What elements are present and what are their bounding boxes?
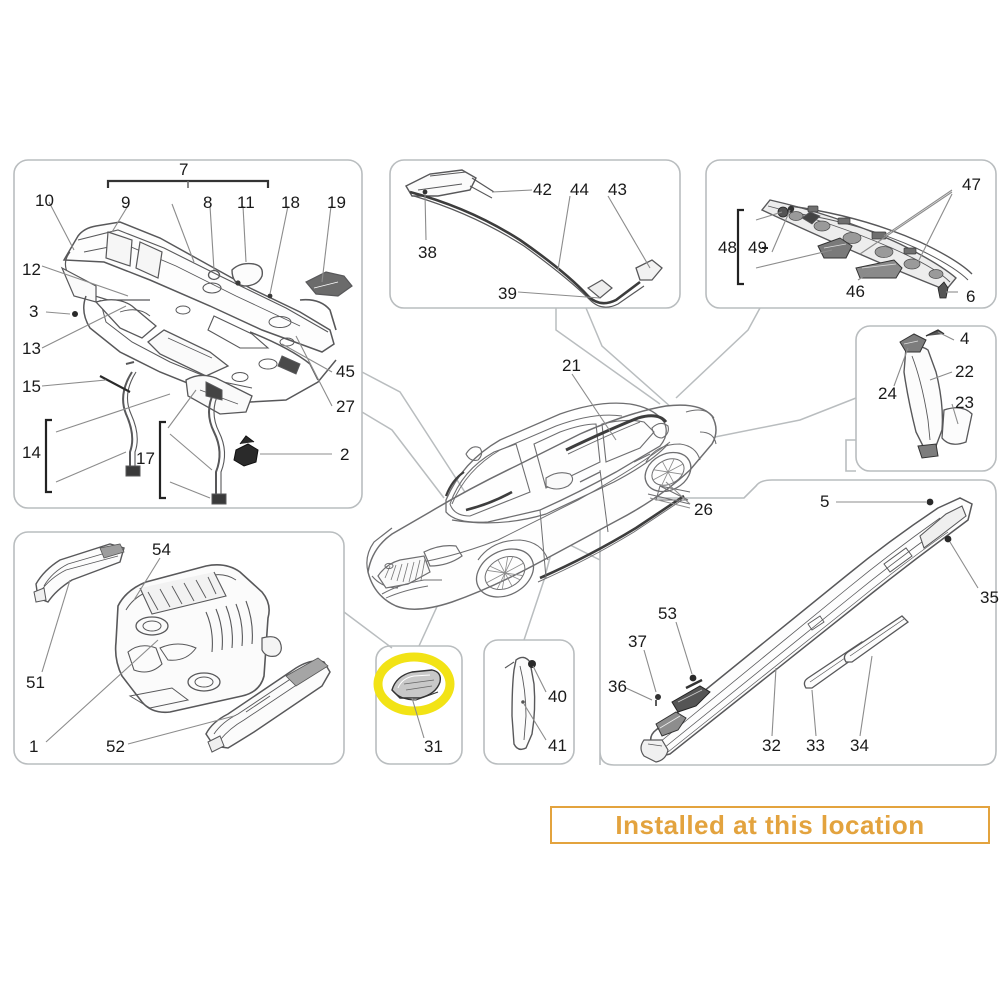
callout-37: 37 (628, 632, 647, 651)
clip-31-drawing (391, 669, 442, 701)
callout-5: 5 (820, 492, 830, 511)
vehicle-illustration (366, 402, 717, 610)
clip-leader (411, 697, 425, 739)
callout-35: 35 (980, 588, 999, 607)
callout-12: 12 (22, 260, 41, 279)
callout-26: 26 (694, 500, 713, 519)
sill-trim-leaders (625, 501, 979, 737)
callout-32: 32 (762, 736, 781, 755)
callout-3: 3 (29, 302, 39, 321)
callout-34: 34 (850, 736, 869, 755)
panel-outlines (13, 159, 997, 766)
callout-47: 47 (962, 175, 981, 194)
seal-strip-leaders (523, 665, 547, 741)
vehicle-leaders (571, 373, 691, 509)
callout-46: 46 (846, 282, 865, 301)
callout-2: 2 (340, 445, 350, 464)
callout-44: 44 (570, 180, 589, 199)
callout-22: 22 (955, 362, 974, 381)
callout-13: 13 (22, 339, 41, 358)
callout-14: 14 (22, 443, 41, 462)
callout-24: 24 (878, 384, 897, 403)
callout-8: 8 (203, 193, 213, 212)
callout-51: 51 (26, 673, 45, 692)
callout-49: 49 (748, 238, 767, 257)
callout-10: 10 (35, 191, 54, 210)
callout-27: 27 (336, 397, 355, 416)
callout-36: 36 (608, 677, 627, 696)
callout-54: 54 (152, 540, 171, 559)
callout-7: 7 (179, 160, 189, 179)
highlight-ring (373, 652, 455, 716)
weatherstrip-drawing (405, 169, 663, 308)
callout-4: 4 (960, 329, 970, 348)
callout-17: 17 (136, 449, 155, 468)
callout-33: 33 (806, 736, 825, 755)
callout-48: 48 (718, 238, 737, 257)
callout-39: 39 (498, 284, 517, 303)
callout-23: 23 (955, 393, 974, 412)
installed-location-banner: Installed at this location (550, 806, 990, 844)
callout-52: 52 (106, 737, 125, 756)
engine-cover-leaders (41, 557, 235, 745)
installed-location-text: Installed at this location (615, 809, 925, 840)
callout-15: 15 (22, 377, 41, 396)
callout-6: 6 (966, 287, 976, 306)
callout-42: 42 (533, 180, 552, 199)
pillar-trim-drawing (899, 329, 973, 459)
callout-18: 18 (281, 193, 300, 212)
callout-9: 9 (121, 193, 131, 212)
seal-strip-drawing (504, 656, 536, 751)
callout-11: 11 (237, 193, 255, 212)
cowl-assembly-drawing (44, 179, 353, 505)
callout-19: 19 (327, 193, 346, 212)
sill-trim-drawing (640, 497, 973, 763)
callout-41: 41 (548, 736, 567, 755)
pillar-trim-leaders (893, 331, 959, 425)
callout-40: 40 (548, 687, 567, 706)
callout-38: 38 (418, 243, 437, 262)
callout-21: 21 (562, 356, 581, 375)
callout-45: 45 (336, 362, 355, 381)
weatherstrip-leaders (424, 189, 651, 299)
callout-31: 31 (424, 737, 443, 756)
engine-cover-drawing (33, 543, 331, 753)
roof-rail-leaders (755, 189, 958, 293)
cowl-leader-lines (41, 181, 333, 499)
callout-43: 43 (608, 180, 627, 199)
callout-53: 53 (658, 604, 677, 623)
callout-1: 1 (29, 737, 39, 756)
